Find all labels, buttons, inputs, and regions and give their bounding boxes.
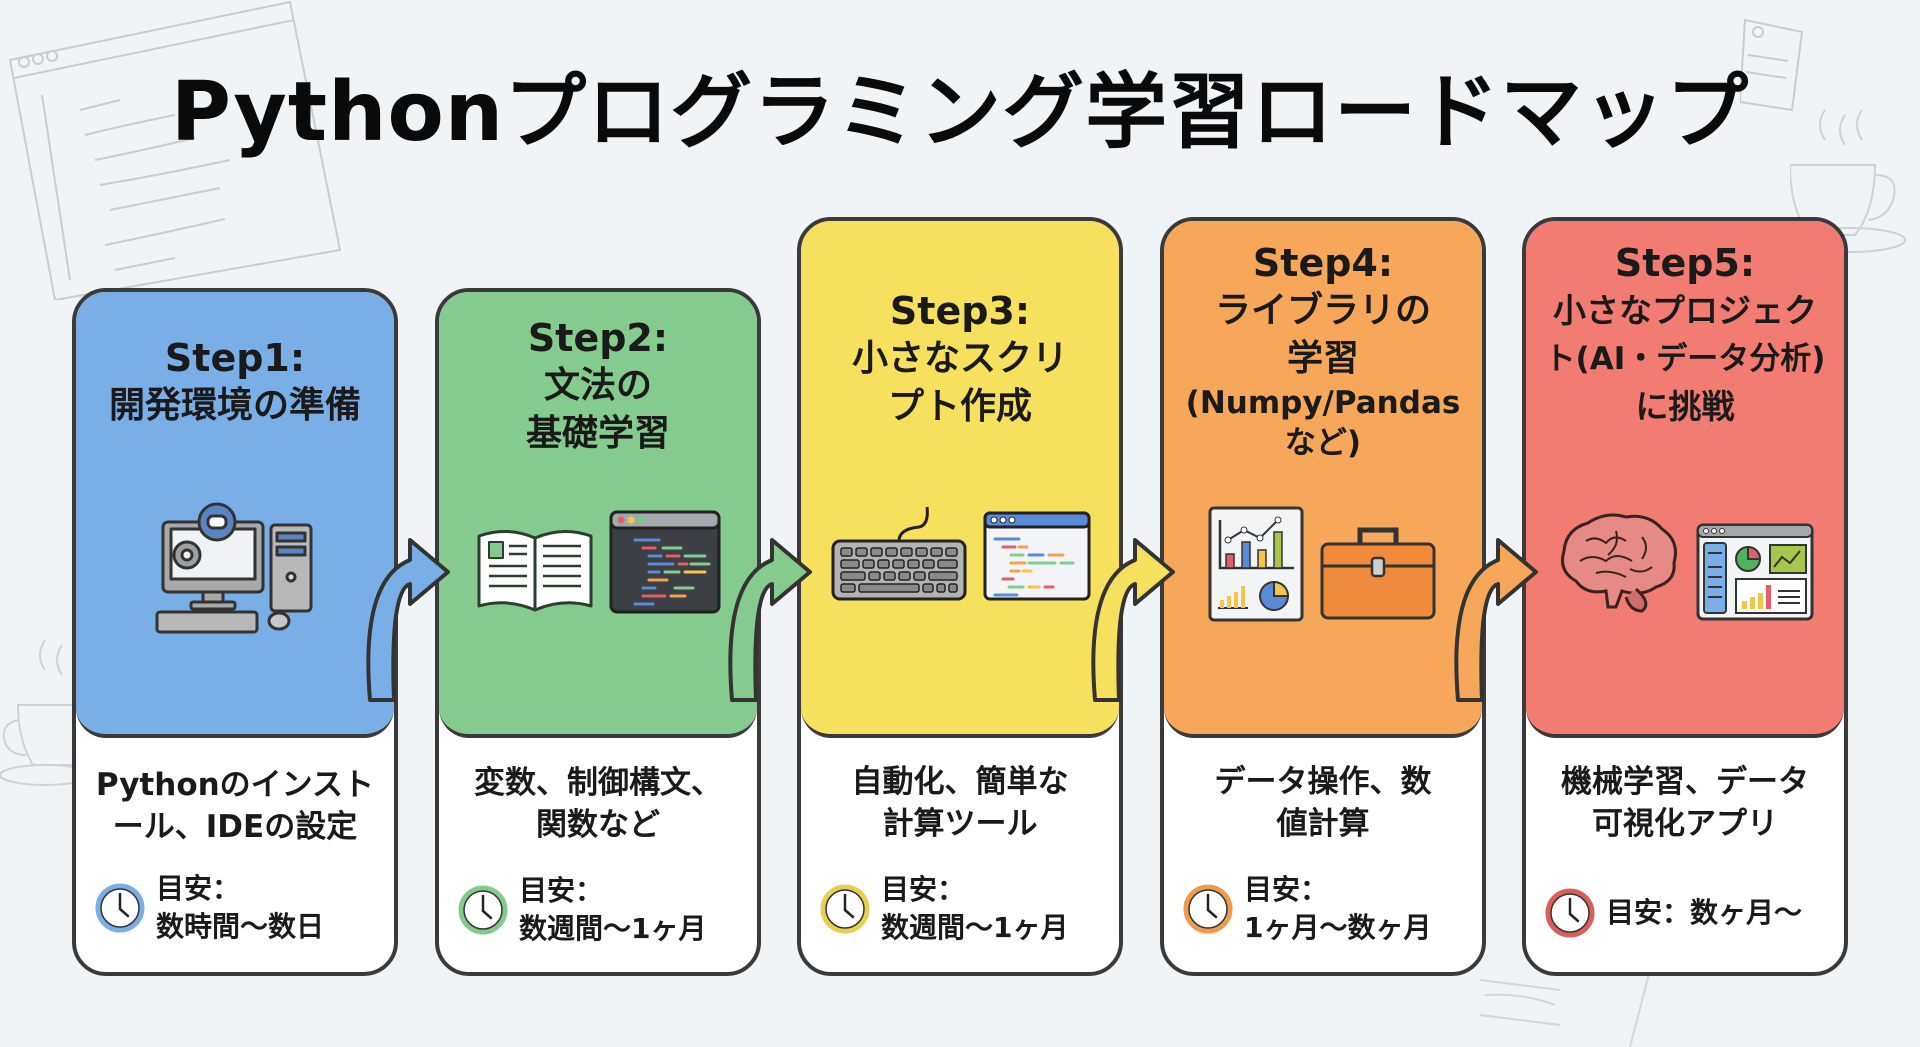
arrow-step2-to-step3 (728, 538, 812, 702)
time-estimate: 目安：数ヶ月〜 (1544, 887, 1834, 939)
step-description: Pythonのインスト ール、IDEの設定 (86, 764, 384, 848)
arrow-step1-to-step2 (366, 538, 450, 702)
step-heading: Step5: 小さなプロジェク ト(AI・データ分析) に挑戦 (1534, 239, 1836, 431)
step-title: 文法の (543, 365, 652, 406)
description-line: 値計算 (1276, 806, 1370, 842)
step-card-header (1526, 221, 1844, 738)
step-card-1: Step1: 開発環境の準備 Pythonのインスト (72, 288, 398, 976)
estimate-value: 数時間〜数日 (156, 910, 325, 943)
description-line: 関数など (536, 807, 660, 843)
step-title: 基礎学習 (525, 413, 670, 454)
time-estimate: 目安： 数週間〜1ヶ月 (457, 872, 747, 948)
step-label: Step3: (889, 289, 1031, 333)
step-description: 変数、制御構文、 関数など (449, 762, 747, 846)
description-line: 自動化、簡単な (851, 764, 1069, 800)
step-card-header (801, 221, 1119, 738)
background-coffee-cup-left (0, 639, 80, 786)
keyboard-and-script-window-icon (801, 501, 1119, 601)
step-card-5: Step5: 小さなプロジェク ト(AI・データ分析) に挑戦 (1522, 217, 1848, 976)
step-title: ライブラリの (1214, 290, 1431, 331)
step-label: Step2: (527, 316, 669, 360)
description-line: 可視化アプリ (1592, 806, 1778, 842)
estimate-label: 目安： (156, 872, 241, 905)
description-line: データ操作、数 (1214, 764, 1432, 800)
step-title: (Numpy/Pandas (1185, 385, 1461, 421)
arrow-step3-to-step4 (1091, 538, 1175, 702)
step-title: 小さなスクリ (851, 338, 1068, 379)
time-estimate: 目安： 1ヶ月〜数ヶ月 (1182, 871, 1472, 947)
estimate-value: 数週間〜1ヶ月 (881, 911, 1069, 944)
desktop-computer-gears-icon (76, 497, 394, 637)
step-description: データ操作、数 値計算 (1174, 761, 1472, 845)
step-description: 機械学習、データ 可視化アプリ (1536, 761, 1834, 845)
estimate-value: 数週間〜1ヶ月 (519, 912, 707, 945)
brain-and-dashboard-icon (1526, 511, 1844, 621)
charts-and-toolbox-icon (1164, 506, 1482, 622)
description-line: Pythonのインスト (95, 767, 375, 803)
step-title: ト(AI・データ分析) (1544, 341, 1826, 377)
step-heading: Step2: 文法の 基礎学習 (447, 314, 749, 458)
arrow-step4-to-step5 (1454, 538, 1538, 702)
step-title: 開発環境の準備 (108, 385, 361, 426)
description-line: ール、IDEの設定 (112, 809, 358, 845)
estimate-label: 目安： (1244, 873, 1329, 906)
step-label: Step4: (1252, 241, 1394, 285)
step-title: 小さなプロジェク (1553, 291, 1817, 330)
description-line: 機械学習、データ (1561, 764, 1809, 800)
estimate-value: 目安：数ヶ月〜 (1606, 896, 1803, 929)
clock-icon (820, 884, 870, 934)
step-description: 自動化、簡単な 計算ツール (811, 761, 1109, 845)
step-title: プト作成 (887, 386, 1032, 427)
step-card-4: Step4: ライブラリの 学習 (Numpy/Pandas など) デ (1160, 217, 1486, 976)
clock-icon (1545, 888, 1595, 938)
step-card-2: Step2: 文法の 基礎学習 (435, 288, 761, 976)
page-title: Pythonプログラミング学習ロードマップ (170, 65, 1750, 160)
step-title: に挑戦 (1635, 387, 1735, 426)
step-card-3: Step3: 小さなスクリ プト作成 (797, 217, 1123, 976)
open-book-and-code-editor-icon (439, 510, 757, 614)
clock-icon (95, 883, 145, 933)
step-label: Step5: (1614, 241, 1756, 285)
step-card-header (1164, 221, 1482, 738)
description-line: 計算ツール (882, 806, 1038, 842)
step-title: 学習 (1286, 338, 1359, 379)
time-estimate: 目安： 数週間〜1ヶ月 (819, 871, 1109, 947)
time-estimate: 目安： 数時間〜数日 (94, 870, 384, 946)
step-heading: Step4: ライブラリの 学習 (Numpy/Pandas など) (1172, 239, 1474, 463)
estimate-label: 目安： (519, 874, 604, 907)
step-heading: Step3: 小さなスクリ プト作成 (809, 287, 1111, 431)
estimate-value: 1ヶ月〜数ヶ月 (1244, 911, 1432, 944)
step-label: Step1: (164, 336, 306, 380)
description-line: 変数、制御構文、 (474, 765, 722, 801)
clock-icon (1183, 884, 1233, 934)
clock-icon (458, 885, 508, 935)
step-heading: Step1: 開発環境の準備 (84, 334, 386, 430)
estimate-label: 目安： (881, 873, 966, 906)
step-title: など) (1284, 425, 1362, 461)
